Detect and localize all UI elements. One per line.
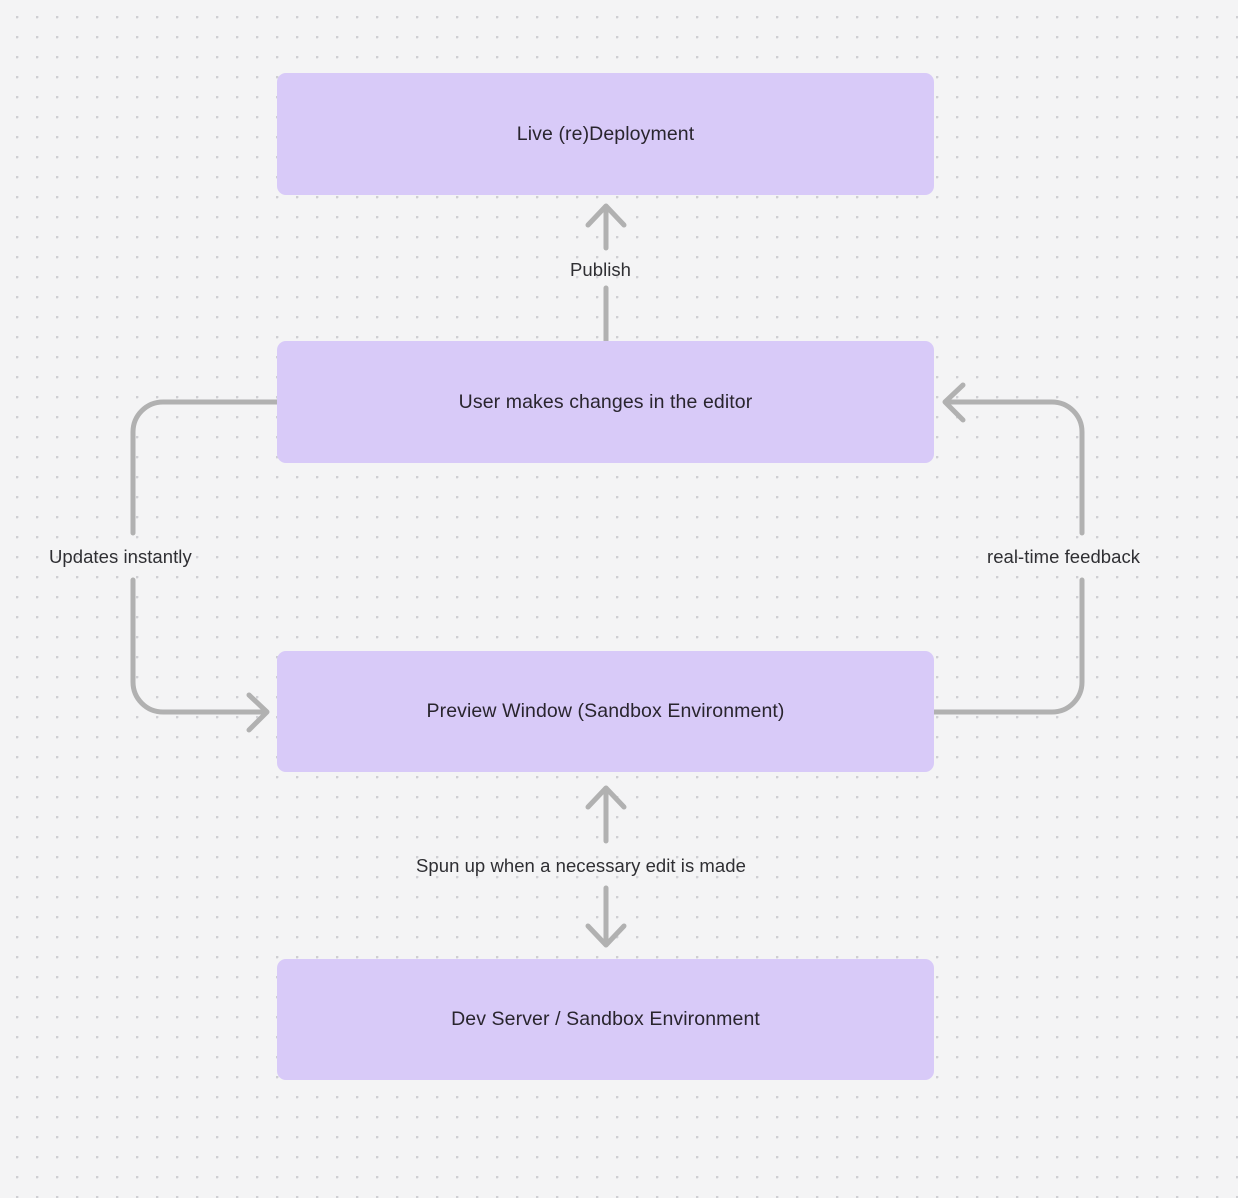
edge-label-real-time-feedback[interactable]: real-time feedback xyxy=(987,546,1141,567)
edge-updates-arrowhead-icon xyxy=(246,692,270,733)
edge-feedback-arrowhead-icon xyxy=(942,382,966,423)
node-preview-window[interactable]: Preview Window (Sandbox Environment) xyxy=(277,651,934,772)
edge-spun-up-up-arrowhead-icon xyxy=(585,785,627,810)
node-user-edits-label: User makes changes in the editor xyxy=(458,390,753,413)
node-live-deployment-label: Live (re)Deployment xyxy=(516,122,695,145)
edge-label-publish[interactable]: Publish xyxy=(570,259,632,280)
edge-updates-upper-segment xyxy=(130,399,280,536)
node-preview-window-label: Preview Window (Sandbox Environment) xyxy=(426,700,785,723)
edge-feedback-lower-segment xyxy=(931,577,1085,715)
edge-label-updates-instantly[interactable]: Updates instantly xyxy=(49,546,192,567)
node-live-deployment[interactable]: Live (re)Deployment xyxy=(277,73,934,195)
edge-publish-arrowhead-icon xyxy=(585,203,627,228)
node-user-edits[interactable]: User makes changes in the editor xyxy=(277,341,934,463)
node-dev-server[interactable]: Dev Server / Sandbox Environment xyxy=(277,959,934,1080)
edge-updates-lower-segment xyxy=(130,577,267,715)
edge-label-spun-up[interactable]: Spun up when a necessary edit is made xyxy=(416,855,746,876)
edge-feedback-upper-segment xyxy=(945,399,1085,536)
node-dev-server-label: Dev Server / Sandbox Environment xyxy=(451,1008,760,1031)
edge-spun-up-down-arrowhead-icon xyxy=(585,923,627,948)
